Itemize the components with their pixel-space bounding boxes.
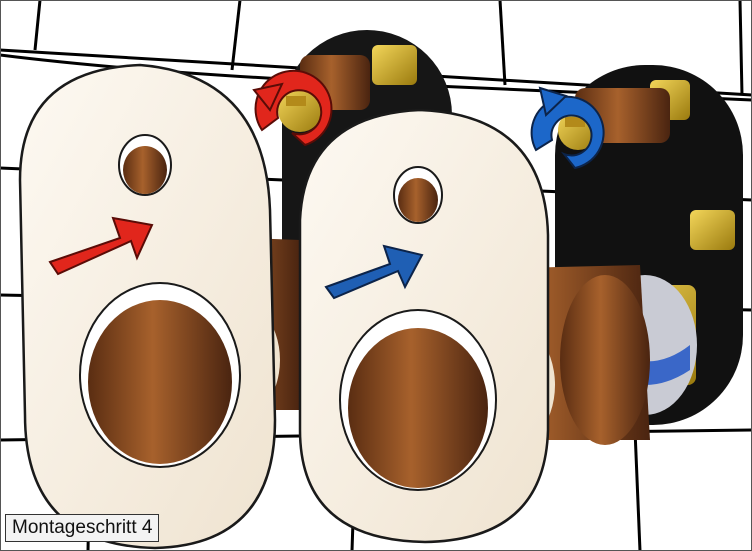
cover-rosette-right xyxy=(300,110,548,542)
cover-rosette-left xyxy=(20,65,275,548)
step-caption: Montageschritt 4 xyxy=(5,514,159,542)
